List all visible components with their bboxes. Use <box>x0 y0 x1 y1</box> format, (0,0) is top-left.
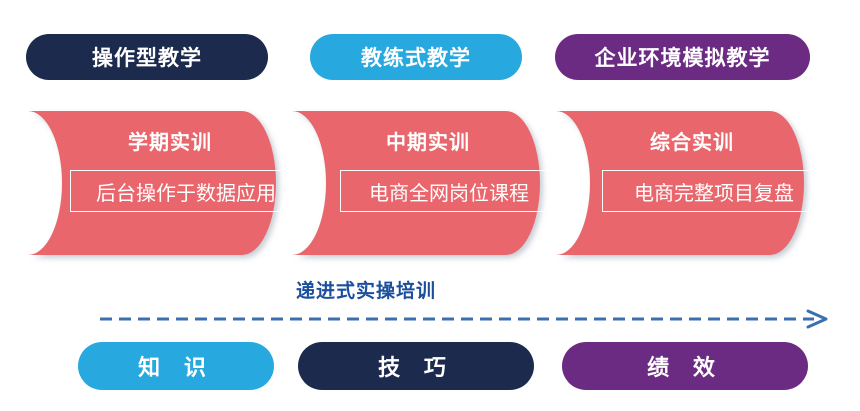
progress-label: 递进式实操培训 <box>296 280 437 302</box>
stage-title-semester: 学期实训 <box>128 130 212 154</box>
top-pill-enterprise-simulation: 企业环境模拟教学 <box>555 34 810 80</box>
stage-shape-midterm <box>292 111 540 255</box>
stage-shape-semester <box>28 111 276 255</box>
stage-shape-comprehensive <box>556 111 804 255</box>
stage-content-midterm: 电商全网岗位课程 <box>340 170 558 212</box>
stage-title-comprehensive: 综合实训 <box>650 130 734 154</box>
top-pill-coaching-teaching: 教练式教学 <box>310 34 522 80</box>
bottom-pill-skill: 技 巧 <box>298 342 534 390</box>
stage-title-midterm: 中期实训 <box>386 130 470 154</box>
stage-content-semester: 后台操作于数据应用 <box>70 170 302 212</box>
top-pill-operation-teaching: 操作型教学 <box>26 34 268 80</box>
stage-content-comprehensive: 电商完整项目复盘 <box>602 170 826 212</box>
stage-shapes <box>28 111 804 255</box>
bottom-pill-knowledge: 知 识 <box>78 342 274 390</box>
bottom-pill-performance: 绩 效 <box>562 342 808 390</box>
progress-arrow-icon <box>100 309 828 329</box>
